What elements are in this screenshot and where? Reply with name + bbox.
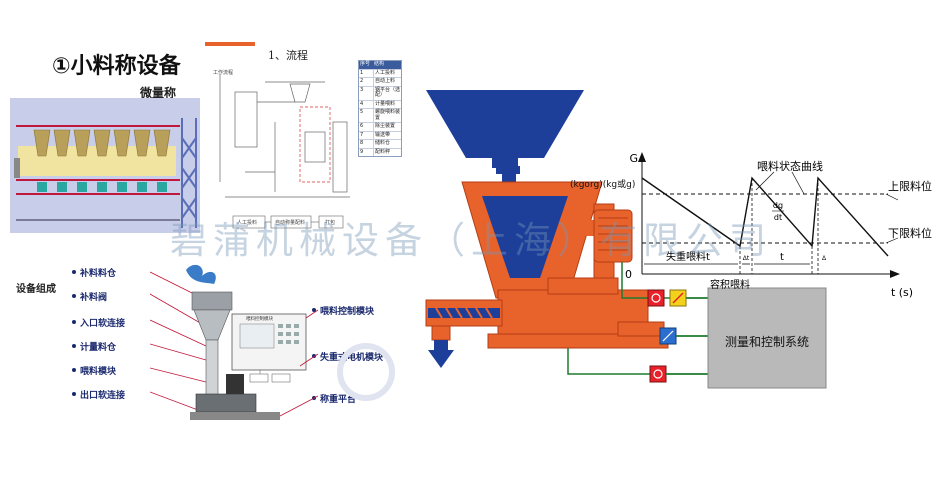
legend-row-name: 储料仓 bbox=[375, 140, 391, 146]
components-heading: 设备组成 bbox=[16, 284, 56, 295]
volumetric-label: 容积喂料 bbox=[710, 278, 750, 291]
left-subtitle: 微量称 bbox=[140, 86, 177, 100]
legend-row-no: 5 bbox=[359, 109, 374, 122]
legend-header-no: 序号 bbox=[360, 61, 371, 67]
flow-label-1: 人工投料 bbox=[237, 219, 257, 226]
outlet-arrow-icon bbox=[428, 340, 454, 368]
component-bullet-icon bbox=[72, 368, 76, 372]
component-label: 称重平台 bbox=[320, 395, 357, 405]
slope-num: dg bbox=[773, 201, 783, 210]
y-axis-arrow-icon bbox=[638, 152, 646, 162]
panel-caption: 喂料控制模块 bbox=[246, 315, 273, 322]
component-label: 出口软连接 bbox=[80, 391, 126, 401]
curve-label: 喂料状态曲线 bbox=[757, 159, 823, 173]
flow-label-2: 自动称量配料 bbox=[275, 219, 305, 226]
legend-row-no: 3 bbox=[359, 86, 374, 100]
legend-row-no: 8 bbox=[359, 140, 374, 148]
component-label: 喂料控制模块 bbox=[320, 307, 375, 317]
component-label: 失重式电机模块 bbox=[320, 353, 384, 363]
legend-row-name: 人工投料 bbox=[375, 69, 396, 76]
flow-label-3: 打包 bbox=[325, 219, 335, 226]
component-label: 喂料模块 bbox=[80, 367, 117, 377]
legend-row-name: 配料秤 bbox=[375, 148, 391, 155]
legend-row-no: 9 bbox=[359, 148, 374, 156]
flow-label-0: 工作流程 bbox=[213, 69, 233, 76]
top-hopper bbox=[426, 90, 584, 168]
flow-schematic: 工作流程 人工投料 自动称量配料 打包 bbox=[213, 69, 350, 229]
upper-limit-label: 上限料位 bbox=[888, 179, 932, 193]
legend-row-name: 计量喂料 bbox=[375, 100, 396, 107]
x-axis-arrow-icon bbox=[890, 270, 900, 278]
component-bullet-icon bbox=[312, 354, 316, 358]
sensor-block-1 bbox=[647, 289, 665, 307]
yellow-control-block bbox=[669, 289, 687, 307]
flow-heading: 1、流程 bbox=[268, 49, 308, 62]
legend-row-name: 钢平台（选配） bbox=[375, 86, 401, 98]
blue-converter-block bbox=[659, 327, 677, 345]
watermark: 碧蒲机械设备（上海）有限公司 bbox=[170, 219, 772, 262]
legend-row-no: 1 bbox=[359, 69, 374, 77]
component-label: 补料阀 bbox=[80, 293, 108, 303]
component-bullet-icon bbox=[72, 344, 76, 348]
legend-row-no: 6 bbox=[359, 123, 374, 131]
component-label: 计量料仓 bbox=[80, 343, 117, 353]
equipment-illustration: 喂料控制模块 bbox=[150, 264, 395, 420]
feeder-machine bbox=[425, 181, 669, 368]
left-title: ①小料称设备 bbox=[52, 54, 181, 79]
component-bullet-icon bbox=[312, 308, 316, 312]
legend-row-no: 7 bbox=[359, 131, 374, 139]
t-label: t bbox=[780, 252, 784, 263]
legend-row-no: 4 bbox=[359, 100, 374, 108]
component-bullet-icon bbox=[72, 392, 76, 396]
legend-row-name: 螺旋喂料装置 bbox=[375, 109, 401, 121]
slope-den: dt bbox=[774, 213, 782, 222]
axis-y-label: G bbox=[629, 152, 638, 165]
component-label: 入口软连接 bbox=[80, 319, 126, 329]
component-bullet-icon bbox=[72, 320, 76, 324]
delta-t-label: Δt bbox=[743, 255, 750, 262]
flow-heading-bar bbox=[205, 42, 255, 46]
feeder-diagram: 测量和控制系统 G 0 t (s) (kgorg)(kg或g) 喂料状态曲线 上… bbox=[425, 90, 932, 389]
component-bullet-icon bbox=[72, 294, 76, 298]
legend-row-no: 2 bbox=[359, 78, 374, 86]
loss-weight-label: 失重喂料t bbox=[666, 250, 710, 263]
legend-row-name: 输送带 bbox=[375, 131, 391, 138]
delta-t2-label: Δ bbox=[822, 255, 827, 262]
axis-x-label: t (s) bbox=[891, 286, 913, 299]
legend-row-name: 自动上料 bbox=[375, 78, 396, 84]
lower-limit-label: 下限料位 bbox=[888, 226, 932, 240]
component-bullet-icon bbox=[72, 270, 76, 274]
legend-header-name: 结构 bbox=[374, 61, 385, 67]
micro-scale-illustration bbox=[10, 98, 200, 233]
control-box bbox=[707, 287, 827, 389]
origin-label: 0 bbox=[625, 268, 632, 281]
component-label: 补料料仓 bbox=[80, 269, 117, 279]
control-box-label: 测量和控制系统 bbox=[725, 335, 809, 349]
y-unit-label: (kgorg)(kg或g) bbox=[570, 178, 635, 190]
legend-row-name: 除尘装置 bbox=[375, 123, 396, 129]
feed-state-curve bbox=[641, 176, 889, 257]
sensor-block-2 bbox=[649, 365, 667, 383]
